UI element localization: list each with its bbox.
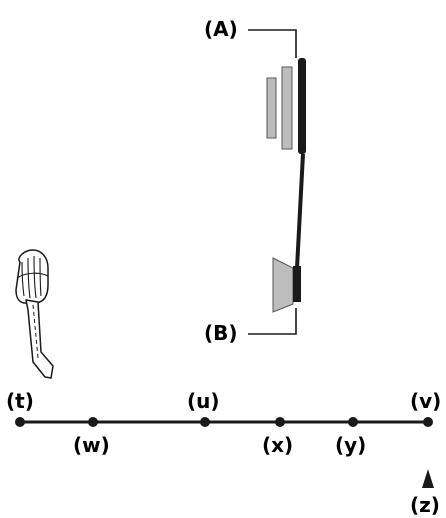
point-label-v: (v) [410, 389, 441, 413]
gray-plate-left [266, 77, 277, 139]
point-u-dot [200, 417, 210, 427]
mirror-assembly [266, 58, 306, 313]
marker-label-z: (z) [410, 493, 440, 517]
callout-leader-a [248, 29, 297, 58]
callout-label-a: (A) [204, 17, 238, 41]
point-label-t: (t) [6, 389, 34, 413]
lower-bar [293, 266, 301, 302]
callout-leader-b [248, 308, 297, 335]
hand-finger-lines [16, 255, 49, 299]
point-x-dot [275, 417, 285, 427]
point-label-x: (x) [262, 433, 293, 457]
callout-label-b: (B) [204, 321, 238, 345]
point-w-dot [88, 417, 98, 427]
point-v-dot [423, 417, 433, 427]
point-label-w: (w) [73, 433, 110, 457]
up-arrow-icon [422, 469, 434, 488]
point-label-u: (u) [187, 389, 220, 413]
gray-plate-right [281, 66, 293, 150]
lever-center-dash [32, 304, 39, 359]
gray-speaker-cone [272, 257, 294, 313]
point-y-dot [348, 417, 358, 427]
point-label-y: (y) [335, 433, 366, 457]
lever-arm [25, 299, 54, 379]
point-axis: (t) (u) (v) (w) (x) (y) [6, 389, 441, 457]
hand-lever-figure [15, 249, 54, 379]
tilted-connector-line [295, 153, 305, 269]
point-t-dot [15, 417, 25, 427]
upper-mirror-bar [298, 58, 306, 154]
